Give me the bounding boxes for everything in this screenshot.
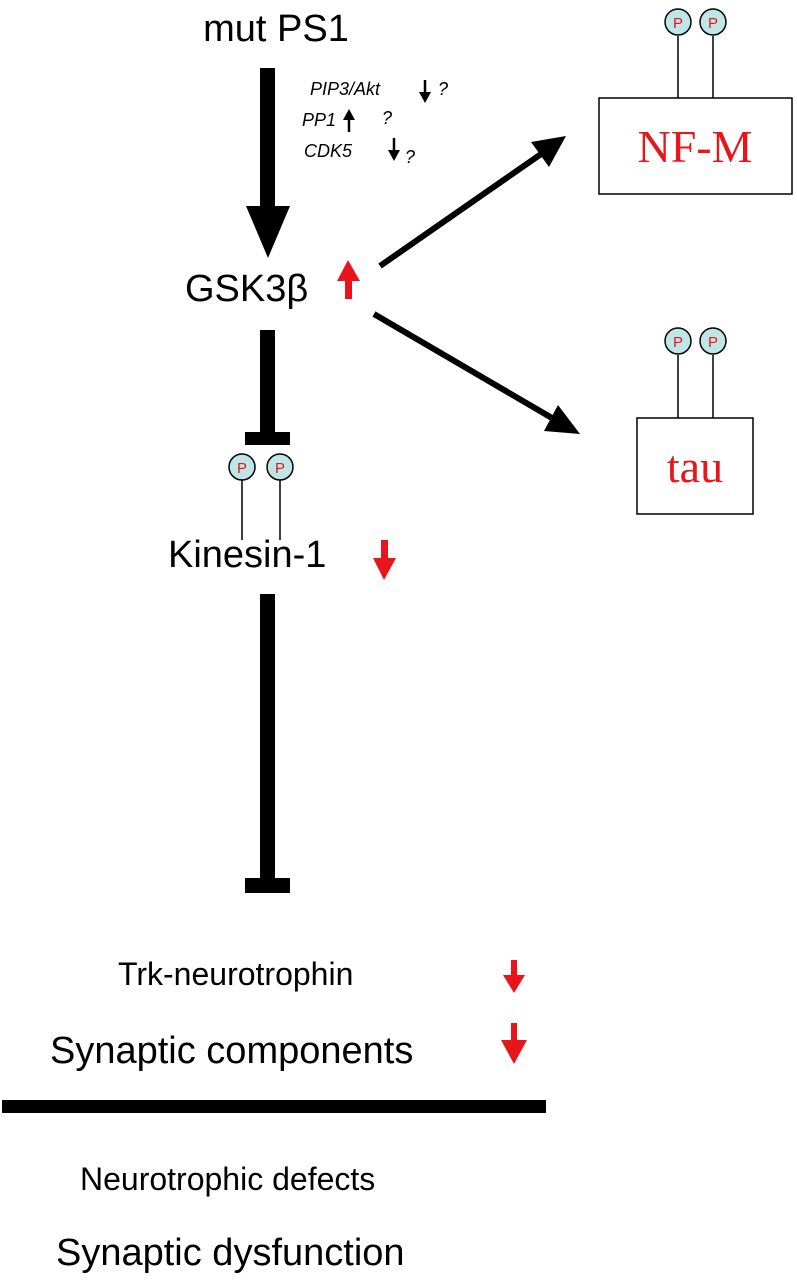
cdk5-label: CDK5 <box>304 141 353 161</box>
svg-text:P: P <box>708 334 718 351</box>
pip3-akt-label: PIP3/Akt <box>310 79 381 99</box>
kinesin-1-label: Kinesin-1 <box>168 534 326 576</box>
kinesin-phospho-sites: P P <box>228 453 294 540</box>
down-arrow-icon <box>503 960 525 993</box>
tau-protein: P P tau <box>636 327 754 515</box>
inhibition-bar-kinesin-transport <box>245 594 290 893</box>
pp1-label: PP1 <box>302 110 336 130</box>
svg-text:P: P <box>237 460 247 477</box>
tau-box <box>636 417 754 515</box>
tau-label: tau <box>667 441 723 492</box>
svg-text:P: P <box>275 460 285 477</box>
question-mark: ? <box>382 108 392 128</box>
neurotrophic-defects-label: Neurotrophic defects <box>80 1161 375 1197</box>
synaptic-components-label: Synaptic components <box>50 1030 413 1072</box>
svg-text:P: P <box>673 15 683 32</box>
svg-text:P: P <box>673 334 683 351</box>
divider <box>2 1100 546 1113</box>
svg-text:P: P <box>708 15 718 32</box>
up-arrow-icon <box>337 260 360 299</box>
activation-arrow-gsk3b-nfm <box>378 136 566 269</box>
phospho-site-icon: P <box>664 327 692 355</box>
up-arrow-icon <box>343 109 355 132</box>
phospho-site-icon: P <box>699 327 727 355</box>
down-arrow-icon <box>419 80 431 103</box>
phospho-site-icon: P <box>266 453 294 481</box>
nf-m-label: NF-M <box>637 121 752 172</box>
question-mark: ? <box>438 79 448 99</box>
activation-arrow-gsk3b-tau <box>372 311 580 434</box>
synaptic-dysfunction-label: Synaptic dysfunction <box>56 1232 405 1274</box>
down-arrow-icon <box>388 138 400 161</box>
down-arrow-icon <box>501 1023 527 1064</box>
down-arrow-icon <box>373 540 396 580</box>
mut-ps1-label: mut PS1 <box>203 8 349 50</box>
upstream-annotations: PIP3/Akt ? PP1 ? CDK5 ? <box>302 79 448 167</box>
inhibition-bar-gsk3b-kinesin <box>245 330 290 445</box>
phospho-site-icon: P <box>699 8 727 36</box>
phospho-site-icon: P <box>664 8 692 36</box>
question-mark: ? <box>405 147 415 167</box>
nf-m-box <box>598 97 793 195</box>
activation-arrow-ps1-gsk3b <box>246 68 290 258</box>
nf-m-protein: P P NF-M <box>598 8 793 195</box>
trk-neurotrophin-label: Trk-neurotrophin <box>118 956 353 992</box>
gsk3b-label: GSK3β <box>185 268 308 310</box>
phospho-site-icon: P <box>228 453 256 481</box>
